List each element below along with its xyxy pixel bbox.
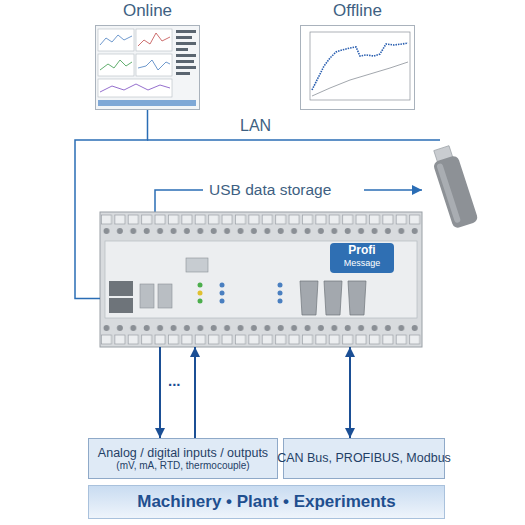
ellipsis-label: ...: [168, 372, 181, 389]
brand-name: Profi: [330, 244, 394, 258]
network-label: LAN: [240, 117, 271, 135]
io-detail: (mV, mA, RTD, thermocouple): [116, 460, 249, 472]
io-heading: Analog / digital inputs / outputs: [98, 446, 268, 460]
status-strip: [98, 100, 196, 106]
data-logger-device: ProfiMessage: [100, 212, 422, 347]
signal-arrow: [159, 347, 161, 438]
online-screenshot: Online: [95, 25, 200, 110]
signal-trace: [100, 84, 170, 92]
ethernet-port: [109, 281, 133, 296]
signal-trace: [100, 35, 132, 45]
chart-panel: [136, 29, 172, 51]
status-led: [198, 291, 203, 296]
signal-arrow: [349, 347, 351, 438]
ethernet-port: [109, 298, 133, 313]
value-bar: [176, 42, 196, 45]
data-logger-device: [100, 212, 422, 347]
lan-bus-line: [147, 139, 440, 141]
usb-stick: [429, 144, 479, 229]
chart-panel: [136, 54, 172, 76]
signal-trace: [138, 33, 170, 46]
fieldbus-list: CAN Bus, PROFIBUS, Modbus: [277, 451, 451, 465]
usb-highlight: [436, 163, 461, 224]
panel-heading: Offline: [271, 1, 444, 21]
signal-trace: [100, 60, 132, 70]
sub-d-connector: [324, 281, 342, 315]
value-bar: [176, 54, 196, 57]
status-led: [278, 291, 283, 296]
screen-background: [300, 25, 415, 110]
value-bar: [176, 30, 196, 33]
status-led: [220, 291, 225, 296]
panel-heading: Online: [66, 1, 229, 21]
signal-trace: [138, 60, 170, 70]
plot-frame: [310, 32, 410, 100]
usb-body: [432, 155, 478, 230]
screen-background: [95, 25, 200, 110]
value-bar: [176, 72, 190, 75]
usb-arrow: [364, 189, 422, 191]
device-housing: [100, 212, 422, 347]
brand-subname: Message: [330, 258, 394, 268]
status-led: [198, 299, 203, 304]
sub-d-connector: [300, 281, 318, 315]
reference-series: [312, 62, 408, 96]
offline-screenshot: [300, 25, 415, 110]
sub-d-connector: [348, 281, 366, 315]
io-box: Analog / digital inputs / outputs(mV, mA…: [88, 438, 278, 479]
signal-arrow: [194, 347, 196, 438]
value-bar: [176, 48, 188, 51]
chart-panel: [98, 29, 134, 51]
terminal-row: [100, 321, 422, 347]
value-bar: [176, 60, 194, 63]
usb-port: [140, 284, 154, 308]
offline-screenshot: Offline: [300, 25, 415, 110]
application-text: Machinery • Plant • Experiments: [137, 492, 396, 512]
status-led: [278, 283, 283, 288]
front-panel: [105, 241, 417, 318]
network-line: [75, 110, 148, 298]
value-bar: [176, 36, 192, 39]
brand-logo: [330, 243, 394, 273]
switch-block: [186, 258, 208, 272]
status-led: [278, 299, 283, 304]
status-led: [220, 299, 225, 304]
terminal-row: [100, 212, 422, 238]
fieldbus-box: CAN Bus, PROFIBUS, Modbus: [283, 438, 445, 479]
value-bar: [176, 66, 196, 69]
status-led: [220, 283, 225, 288]
usb-leader-line: [155, 190, 203, 212]
usb-port: [158, 284, 172, 308]
chart-panel: [98, 79, 172, 97]
online-screenshot: [95, 25, 200, 110]
value-bars: [176, 30, 196, 75]
status-led: [198, 283, 203, 288]
application-band: Machinery • Plant • Experiments: [88, 485, 445, 519]
chart-panel: [98, 54, 134, 76]
storage-label: USB data storage: [209, 181, 331, 199]
